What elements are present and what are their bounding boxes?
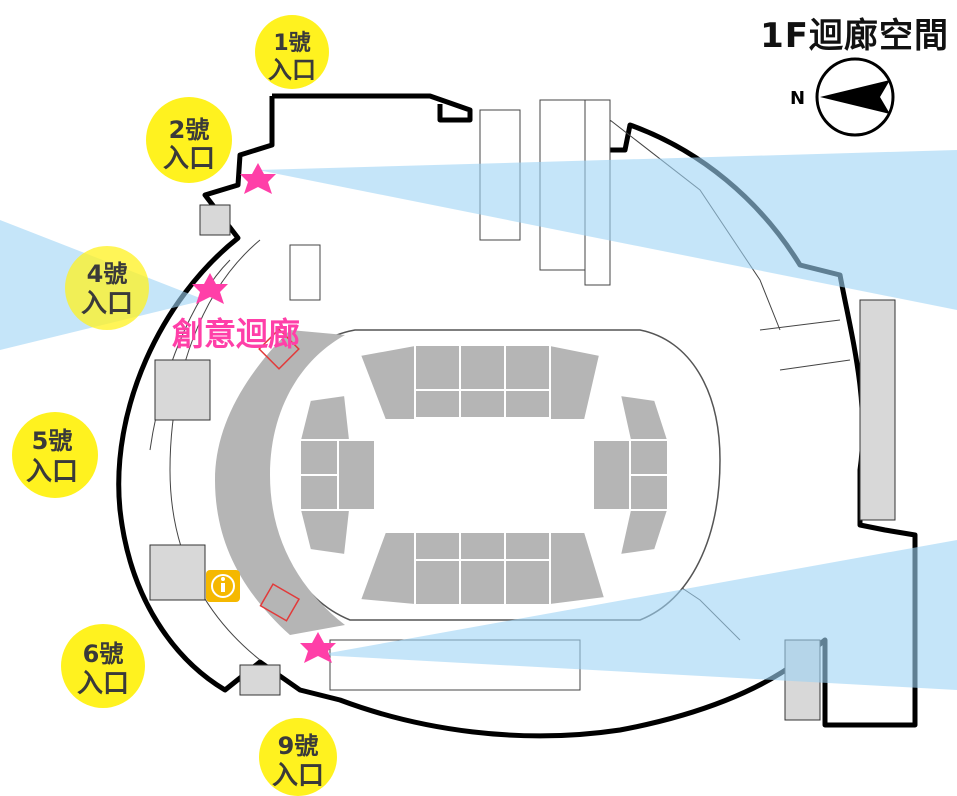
entrance-word: 入口 xyxy=(26,457,78,487)
entrance-number: 4號 xyxy=(87,260,128,288)
entrance-word: 入口 xyxy=(81,289,133,319)
entrance-number: 9號 xyxy=(278,732,319,760)
entrance-number: 1號 xyxy=(273,31,310,56)
entrance-9[interactable]: 9號 入口 xyxy=(259,718,337,796)
entrance-number: 5號 xyxy=(32,427,73,455)
view-beam-north xyxy=(258,150,957,310)
entrance-2[interactable]: 2號 入口 xyxy=(146,97,232,183)
star-marker xyxy=(300,632,336,663)
entrance-4[interactable]: 4號 入口 xyxy=(65,246,149,330)
stairs xyxy=(149,204,896,721)
seating-right xyxy=(592,393,670,557)
seating-left xyxy=(298,393,376,557)
star-marker xyxy=(240,163,276,194)
entrance-5[interactable]: 5號 入口 xyxy=(12,412,98,498)
creative-corridor-label: 創意迴廊 xyxy=(172,315,300,353)
star-marker xyxy=(192,273,228,304)
entrance-1[interactable]: 1號 入口 xyxy=(255,15,329,89)
lower-seating-ring xyxy=(215,330,345,635)
info-icon[interactable] xyxy=(206,570,240,602)
entrance-word: 入口 xyxy=(272,761,324,791)
seating-bottom xyxy=(358,531,607,607)
compass-north-label: N xyxy=(790,88,805,109)
entrance-word: 入口 xyxy=(77,669,129,699)
entrance-word: 入口 xyxy=(268,56,316,84)
seating-top xyxy=(358,343,602,421)
view-beam-south xyxy=(318,540,957,690)
creative-corridor-zones xyxy=(258,328,301,622)
map-title: 1F迴廊空間 xyxy=(760,16,949,56)
entrance-word: 入口 xyxy=(163,144,215,174)
entrance-6[interactable]: 6號 入口 xyxy=(61,624,145,708)
compass-icon: N xyxy=(790,57,895,137)
entrance-number: 2號 xyxy=(169,116,210,144)
entrance-number: 6號 xyxy=(83,640,124,668)
